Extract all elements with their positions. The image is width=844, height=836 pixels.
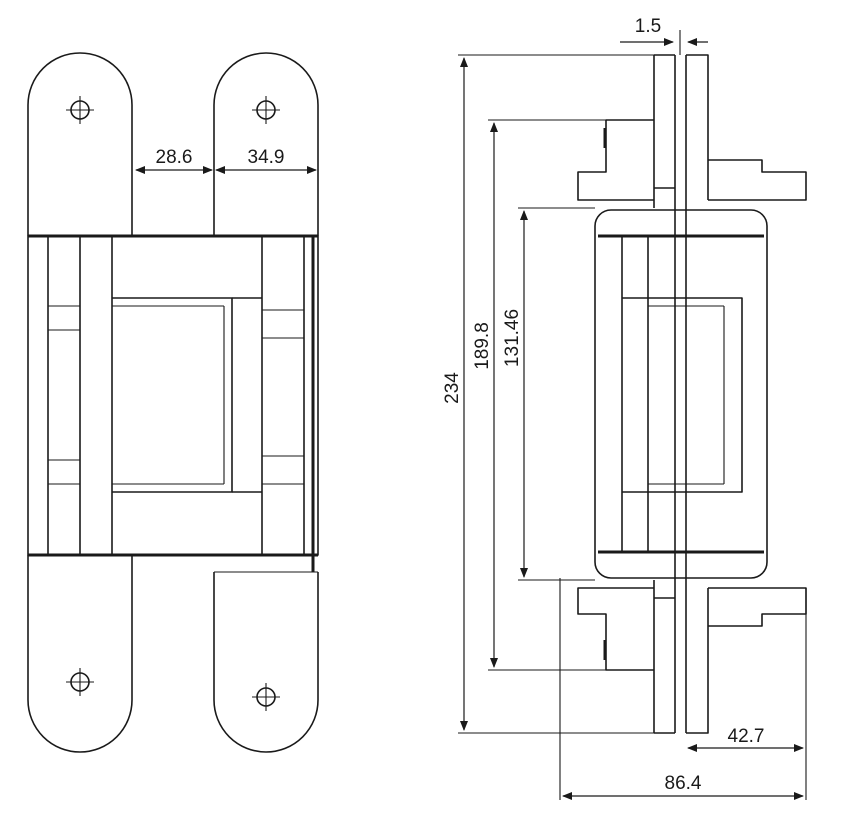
bottom-left-plate [27,555,133,753]
dim-plate-width-label: 34.9 [248,147,285,168]
dim-total-height-label: 234 [442,372,463,404]
screw-icon [252,96,280,124]
side-view: 234 189.8 131.46 1.5 42.7 86.4 [442,16,807,800]
dim-gap-label: 28.6 [156,147,193,168]
dim-total-depth-label: 86.4 [665,773,702,794]
screw-icon [66,668,94,696]
hinge-body [27,235,319,556]
dim-body-height-label: 131.46 [502,309,523,367]
top-left-plate [27,52,133,236]
screw-icon [252,683,280,711]
dim-mortise-height-label: 189.8 [472,322,493,370]
front-view: 28.6 34.9 [27,52,319,753]
bottom-right-plate [213,572,319,753]
dim-half-depth-label: 42.7 [728,726,765,747]
top-right-plate [213,52,319,236]
screw-icon [66,96,94,124]
dim-pin-gap-label: 1.5 [635,16,661,37]
side-body [594,209,768,579]
inner-arm [112,297,233,493]
